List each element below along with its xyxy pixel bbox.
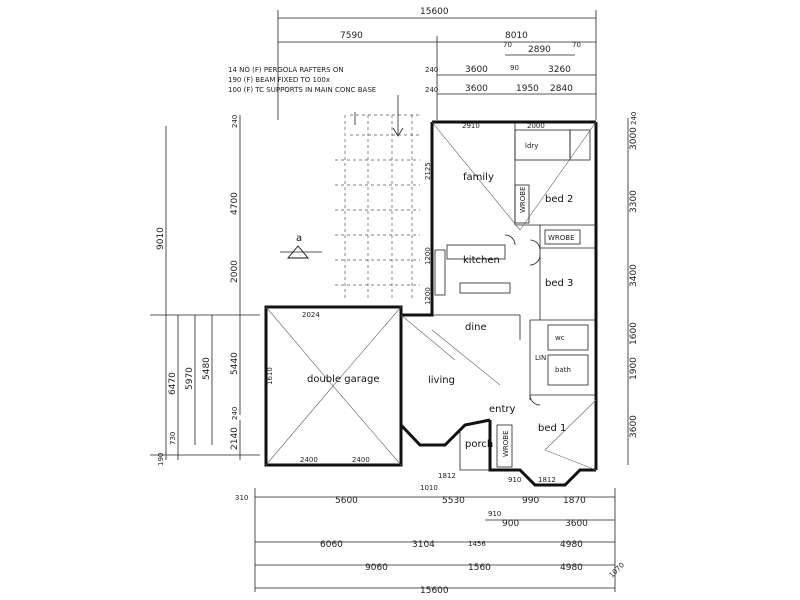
dim-bottom-a1: 5600 xyxy=(335,496,358,506)
dim-inside-porch-a: 1812 xyxy=(438,472,456,480)
note-line-1: 14 NO (F) PERGOLA RAFTERS ON xyxy=(228,66,344,74)
dim-top-g2: 70 xyxy=(572,41,581,49)
room-robe-3: WROBE xyxy=(502,430,510,457)
dim-inside-fam-side: 2125 xyxy=(424,162,432,180)
dim-inside-garage-w: 2024 xyxy=(302,311,320,319)
room-robe-2: WROBE xyxy=(548,234,575,242)
room-garage: double garage xyxy=(307,374,379,385)
dim-top-r2b: 3260 xyxy=(548,65,571,75)
room-entry: entry xyxy=(489,404,516,415)
dim-bottom-c4: 4980 xyxy=(560,540,583,550)
dim-bottom-left-small: 310 xyxy=(235,494,248,502)
dim-top-r1: 2890 xyxy=(528,45,551,55)
dim-inside-family-w: 2910 xyxy=(462,122,480,130)
inside-dimensions: 2910 2000 2024 2400 2400 1200 1200 2125 … xyxy=(266,122,556,492)
dim-right-a: 3000 xyxy=(629,127,639,150)
room-labels: family bed 2 kitchen bed 3 dine double g… xyxy=(307,142,575,457)
bottom-dimensions: 310 5600 5530 990 1870 910 900 3600 6060… xyxy=(235,488,626,596)
right-dimensions: 3000 3300 3400 1600 1900 3600 240 xyxy=(627,112,639,465)
dim-left-h: 240 xyxy=(231,407,239,420)
dim-left-b: 5970 xyxy=(185,367,195,390)
dim-left-c: 5480 xyxy=(202,357,212,380)
room-porch: porch xyxy=(465,439,493,450)
dim-top-right: 8010 xyxy=(505,31,528,41)
dim-inside-kitchen-side: 1200 xyxy=(424,247,432,265)
dim-right-f: 3600 xyxy=(629,415,639,438)
room-kitchen: kitchen xyxy=(463,255,500,266)
dim-bottom-c1: 6060 xyxy=(320,540,343,550)
dim-top-r2a: 3600 xyxy=(465,65,488,75)
dim-right-e: 1900 xyxy=(629,357,639,380)
section-marker-label: a xyxy=(296,233,302,244)
dim-inside-garage-side: 1610 xyxy=(266,367,274,385)
dim-bottom-a4: 1870 xyxy=(563,496,586,506)
dim-left-f: 190 xyxy=(157,453,165,466)
dim-left-i: 730 xyxy=(169,432,177,445)
dim-left-mid: 2000 xyxy=(230,260,240,283)
dim-inside-porch-b: 1010 xyxy=(420,484,438,492)
room-bed3: bed 3 xyxy=(545,278,573,289)
dim-right-d: 1600 xyxy=(629,322,639,345)
dim-bottom-b2: 900 xyxy=(502,519,519,529)
top-dimensions: 15600 7590 8010 2890 70 70 3600 3260 90 … xyxy=(277,7,597,120)
room-lin: LIN xyxy=(535,354,546,362)
dim-left-e: 2140 xyxy=(230,427,240,450)
dim-inside-bed1-a: 1812 xyxy=(538,476,556,484)
dim-bottom-d1: 9060 xyxy=(365,563,388,573)
dim-left-g: 240 xyxy=(231,115,239,128)
dim-right-c: 3400 xyxy=(629,264,639,287)
room-bath: bath xyxy=(555,366,571,374)
dim-bottom-corner: 1070 xyxy=(608,561,626,579)
dim-bottom-overall: 15600 xyxy=(420,586,449,596)
dim-inside-bed1-b: 910 xyxy=(508,476,521,484)
room-living: living xyxy=(428,375,455,386)
dim-right-b: 3300 xyxy=(629,190,639,213)
dim-top-g3: 90 xyxy=(510,64,519,72)
dim-bottom-a3: 990 xyxy=(522,496,539,506)
dim-bottom-b1: 910 xyxy=(488,510,501,518)
door-swings xyxy=(504,234,541,406)
dim-left-overall: 9010 xyxy=(156,227,166,250)
room-bed2: bed 2 xyxy=(545,194,573,205)
room-bed1: bed 1 xyxy=(538,423,566,434)
dim-inside-garage-b2: 2400 xyxy=(352,456,370,464)
dim-bottom-b3: 3600 xyxy=(565,519,588,529)
dim-top-left: 7590 xyxy=(340,31,363,41)
partitions xyxy=(265,121,597,471)
dim-inside-garage-b1: 2400 xyxy=(300,456,318,464)
dim-left-a: 6470 xyxy=(168,372,178,395)
note-line-2: 190 (F) BEAM FIXED TO 100x xyxy=(228,76,330,84)
section-marker: a xyxy=(280,233,322,259)
dim-bottom-d2: 1560 xyxy=(468,563,491,573)
walls xyxy=(264,120,598,487)
dim-bottom-c3: 1456 xyxy=(468,540,486,548)
room-robe-1: WROBE xyxy=(519,186,527,213)
dim-top-r3c: 2840 xyxy=(550,84,573,94)
dim-inside-family-w2: 2000 xyxy=(527,122,545,130)
note-line-3: 100 (F) TC SUPPORTS IN MAIN CONC BASE xyxy=(228,86,376,94)
dim-top-r3a: 3600 xyxy=(465,84,488,94)
dim-right-g: 240 xyxy=(630,112,638,125)
pergola-grid xyxy=(335,112,420,300)
dim-inside-dine-side: 1200 xyxy=(424,287,432,305)
dim-top-r3b: 1950 xyxy=(516,84,539,94)
dim-bottom-a2: 5530 xyxy=(442,496,465,506)
dim-left-upper: 4700 xyxy=(230,192,240,215)
room-wc: wc xyxy=(555,334,565,342)
dim-bottom-d3: 4980 xyxy=(560,563,583,573)
dim-top-g1: 70 xyxy=(503,41,512,49)
dim-top-overall: 15600 xyxy=(420,7,449,17)
pergola-note: 14 NO (F) PERGOLA RAFTERS ON 190 (F) BEA… xyxy=(228,66,404,137)
room-ldry: ldry xyxy=(525,142,538,150)
room-family: family xyxy=(463,172,494,183)
dim-top-g4: 240 xyxy=(425,66,438,74)
left-dimensions: 9010 4700 2000 240 6470 5970 5480 5440 2… xyxy=(150,115,260,466)
dim-left-d: 5440 xyxy=(230,352,240,375)
dim-bottom-c2: 3104 xyxy=(412,540,435,550)
room-dine: dine xyxy=(465,322,487,333)
dim-top-g5: 240 xyxy=(425,86,438,94)
